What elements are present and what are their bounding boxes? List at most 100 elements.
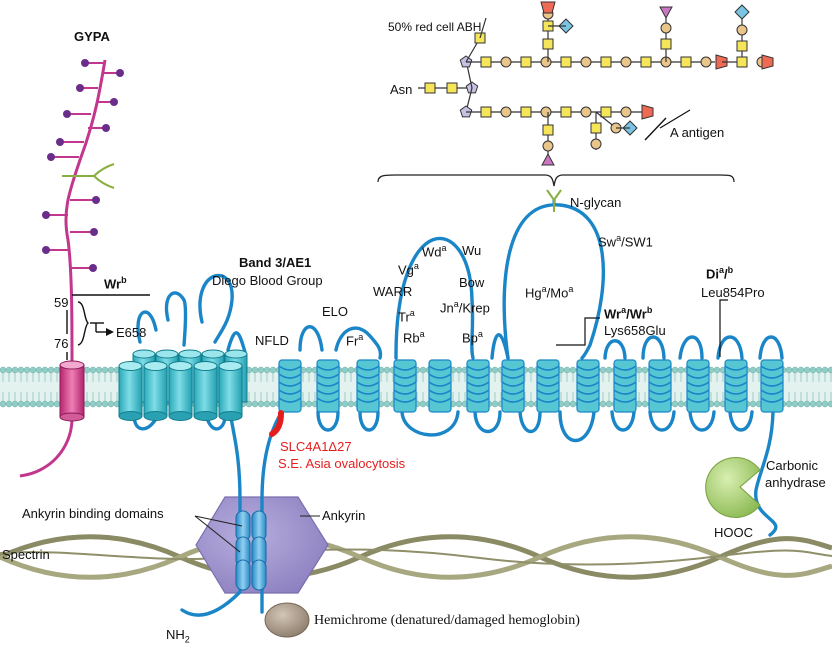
lipid-head — [0, 366, 7, 374]
lipid-head — [419, 400, 427, 408]
tr-sup: a — [409, 308, 415, 318]
lipid-head — [809, 400, 817, 408]
lipid-head — [419, 366, 427, 374]
e658-label: E658 — [116, 325, 147, 340]
helix-cylinder-top — [193, 361, 218, 371]
lipid-head — [491, 366, 499, 374]
tm-helix-turn — [466, 397, 490, 403]
tm-helix — [393, 359, 417, 413]
glcnac-square — [542, 38, 554, 50]
lipid-head — [797, 400, 805, 408]
tm-helix — [316, 359, 340, 413]
tm-helix-turn — [466, 365, 490, 371]
glycan-bond — [479, 17, 487, 39]
gypa-title: GYPA — [74, 29, 110, 44]
tm-helix-turn — [501, 373, 525, 379]
fr-text: Fr — [346, 333, 359, 349]
helix-cylinder-top — [168, 361, 193, 371]
band3-subtitle: Diego Blood Group — [212, 273, 323, 288]
galactose-circle — [542, 140, 554, 152]
helix-cylinder-front — [118, 365, 143, 417]
glycan-brace — [377, 174, 735, 187]
bp-text: Bp — [462, 330, 478, 346]
tm-helix-turn — [466, 373, 490, 379]
lipid-head — [803, 400, 811, 408]
helix-cylinder-bottom — [118, 411, 143, 421]
lipid-head — [785, 366, 793, 374]
galactose-circle — [540, 106, 552, 118]
lipid-head — [815, 366, 823, 374]
galnac-diamond — [734, 4, 750, 20]
tm-helix-turn — [278, 365, 302, 371]
lipid-head — [341, 400, 349, 408]
galactose-circle — [540, 56, 552, 68]
pos-76: 76 — [54, 336, 69, 351]
tm-helix-turn — [576, 381, 600, 387]
helix-cylinder-bottom — [168, 411, 193, 421]
lipid-head — [41, 400, 49, 408]
helix-cylinder-top — [201, 349, 225, 359]
lipid-head — [251, 400, 259, 408]
glycan-title: 50% red cell ABH — [388, 20, 482, 34]
carbonic-anhydrase-shape — [705, 457, 761, 518]
lipid-head — [821, 366, 829, 374]
helix-cylinder-top — [155, 349, 179, 359]
tm-helix-turn — [356, 365, 380, 371]
lipid-head — [527, 400, 535, 408]
lipid-head — [815, 400, 823, 408]
hemichrome-label: Hemichrome (denatured/damaged hemoglobin… — [314, 613, 580, 628]
lipid-head — [17, 366, 25, 374]
di-slash: / — [724, 266, 728, 282]
lipid-head — [47, 400, 55, 408]
fucose-triangle — [659, 6, 673, 20]
sialic-acid-trapezoid — [641, 104, 654, 120]
tm-helix-turn — [278, 373, 302, 379]
glcnac-square — [520, 106, 532, 118]
o-glycan-head — [92, 196, 100, 204]
sw-text: Sw — [598, 234, 617, 250]
helix-cylinder-top — [118, 361, 143, 371]
glcnac-square — [736, 40, 748, 52]
tm-helix-turn — [686, 389, 710, 395]
wrb-sup: b — [646, 305, 653, 315]
antigen-lys: Lys658Glu — [604, 323, 666, 338]
antigen-wu: Wu — [462, 243, 482, 258]
tm-helix-turn — [576, 365, 600, 371]
tm-helix-turn — [278, 397, 302, 403]
lipid-head — [257, 400, 265, 408]
glcnac-square — [480, 56, 492, 68]
lipid-head — [599, 366, 607, 374]
a-antigen-label: A antigen — [670, 125, 725, 140]
lipid-head — [563, 400, 571, 408]
wra-sup: a — [621, 305, 627, 315]
galactose-circle — [620, 106, 632, 118]
jn-sup: a — [453, 299, 459, 309]
lipid-head — [671, 366, 679, 374]
tm-helix-turn — [648, 389, 672, 395]
glcnac-square — [660, 38, 672, 50]
lipid-head — [53, 366, 61, 374]
o-glycan-head — [110, 98, 118, 106]
lipid-head — [41, 366, 49, 374]
lipid-head — [605, 400, 613, 408]
tm-helix-turn — [760, 389, 784, 395]
lipid-head — [785, 400, 793, 408]
tm-helix-turn — [536, 365, 560, 371]
tm-helix-turn — [686, 381, 710, 387]
lipid-head — [23, 400, 31, 408]
lipid-head — [635, 400, 643, 408]
hooc-label: HOOC — [714, 525, 753, 540]
tm-helix-turn — [356, 373, 380, 379]
galactose-circle — [590, 138, 602, 150]
antigen-rb: Rba — [403, 330, 425, 345]
lipid-head — [791, 366, 799, 374]
abh-glycan-tree — [418, 1, 774, 166]
tm-helix-turn — [278, 381, 302, 387]
lipid-head — [101, 400, 109, 408]
antigen-wd: Wda — [422, 244, 447, 259]
tm-helix-turn — [428, 373, 452, 379]
glcnac-square — [736, 56, 748, 68]
tm-helix — [278, 359, 302, 413]
mutation-deletion-mark — [269, 410, 284, 437]
lipid-head — [599, 400, 607, 408]
